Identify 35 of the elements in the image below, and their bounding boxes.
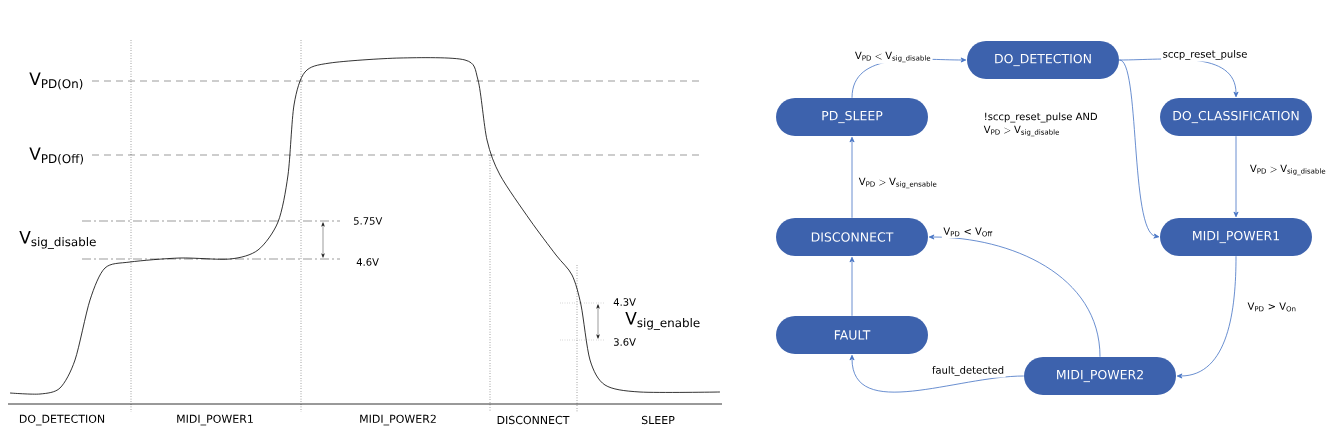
- arrow: [849, 354, 1025, 393]
- edge-label: sccp_reset_pulse: [1161, 48, 1249, 62]
- arrow: [1118, 59, 1160, 239]
- voltage-value: 5.75V: [354, 217, 383, 225]
- arrow: [928, 234, 1101, 358]
- edge-label: $\mathrm{V}_{\mathrm{PD}} > \mathrm{V}_{\text{sig\_ensable}}$: [857, 176, 939, 190]
- state-label: MIDI_POWER1: [177, 414, 253, 426]
- state-box: DO_DETECTION: [967, 41, 1119, 79]
- voltage-value: 4.6V: [356, 258, 379, 266]
- voltage-level-label: $\mathrm{V}_{\text{sig\_disable}}$: [19, 231, 96, 249]
- edge-label: $\mathrm{V}_{\mathrm{PD}} > \mathrm{V}_{\text{sig\_disable}}$: [1248, 163, 1328, 177]
- state-box: MIDI_POWER1: [1160, 218, 1312, 256]
- state-label: MIDI_POWER2: [360, 414, 436, 426]
- edge-label: V$_{PD}$ > V$_{On}$: [1246, 301, 1298, 313]
- arrow: [1233, 135, 1239, 218]
- voltage-value: 4.3V: [613, 298, 636, 306]
- state-label: SLEEP: [641, 415, 675, 425]
- voltage-level-label: V$_{PD(Off)}$: [29, 147, 83, 165]
- voltage-level-label: $\mathrm{V}_{\text{sig\_enable}}$: [625, 312, 700, 330]
- arrow: [849, 256, 855, 317]
- arrow: [849, 136, 855, 219]
- state-box: DO_CLASSIFICATION: [1160, 98, 1312, 136]
- edge-label: $\begin{array}{@{}l@{}}\text{!sccp\_reset\_pulse AND}\\ \mathrm{V}_{\mathrm{PD}} > \mathrm{V}_{\text{sig\_disable}}\end{array}$: [982, 109, 1100, 139]
- voltage-level-label: V$_{PD(On)}$: [29, 72, 83, 90]
- edge-label: V$_{PD}$ < V$_{Off}$: [941, 226, 995, 238]
- state-box: DISCONNECT: [776, 218, 928, 256]
- voltage-value: 3.6V: [614, 338, 636, 346]
- state-box: FAULT: [776, 316, 928, 354]
- edge-label: fault_detected: [930, 364, 1006, 378]
- state-label: DISCONNECT: [497, 415, 570, 425]
- state-label: DO_DETECTION: [19, 414, 105, 426]
- state-box: MIDI_POWER2: [1024, 357, 1176, 395]
- arrow: [1176, 255, 1237, 379]
- state-box: PD_SLEEP: [776, 98, 928, 136]
- edge-label: $\mathrm{V}_{\mathrm{PD}} < \mathrm{V}_{\text{sig\_disable}}$: [853, 50, 933, 64]
